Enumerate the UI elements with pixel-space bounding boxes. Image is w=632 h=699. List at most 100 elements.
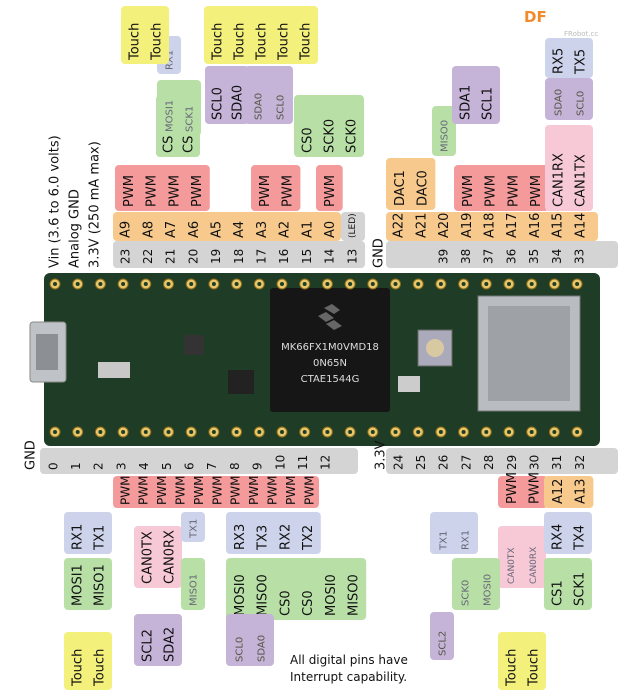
pwm-bottom-right-box	[498, 476, 548, 508]
pwm-top-b-text: PWM	[258, 175, 273, 207]
v33-bottom-label: 3.3V	[374, 440, 389, 470]
analog-label: A7	[164, 221, 179, 238]
pin-number-top: 15	[300, 249, 314, 264]
analog-label-right: A20	[437, 213, 452, 238]
pin-hole-center	[575, 282, 580, 286]
button-cap	[426, 339, 444, 357]
sda1-top-text: SCL1	[481, 87, 496, 120]
analog-label: A0	[323, 221, 338, 238]
pin-row-bottom-right-box	[386, 448, 618, 474]
pin-hole-center	[370, 282, 375, 286]
led-label-box	[341, 212, 365, 241]
pin-number-bottom-right: 30	[528, 455, 542, 470]
pin-hole-center	[529, 282, 534, 286]
scl0-bottom-box	[226, 614, 274, 666]
pin-row-bottom-left-box	[40, 448, 358, 474]
pwm-bottom-label: PWM	[247, 476, 261, 505]
scl0-top-a-box	[205, 66, 249, 124]
pin-number-bottom-right: 27	[459, 455, 473, 470]
pin-number-bottom-right: 24	[391, 455, 405, 470]
gnd-bottom-label: GND	[24, 440, 39, 470]
pin-hole-center	[438, 430, 443, 434]
pin-hole-center	[257, 430, 262, 434]
pwm-bottom-label: PWM	[118, 476, 132, 505]
can0-bottom-right-text: CAN0TX	[507, 547, 517, 584]
analog-label: A8	[141, 221, 156, 238]
pin-hole-center	[143, 282, 148, 286]
rx5-top-box	[545, 38, 593, 78]
rx5-top-text: TX5	[574, 49, 589, 75]
pin-number-bottom: 2	[92, 462, 106, 470]
pwm-bottom-right-text: PWM	[528, 472, 543, 504]
analog-label: A3	[255, 221, 270, 238]
interrupt-note-line2: Interrupt capability.	[290, 670, 408, 684]
rx4-bottom-text: TX4	[573, 525, 588, 551]
rx1-bottom-text: TX1	[93, 525, 108, 551]
analog-label-right: A14	[573, 213, 588, 238]
touch-bottom-left-text: Touch	[71, 649, 86, 687]
cs0-top-b-text: CS0	[301, 127, 316, 153]
pin-hole-center	[348, 430, 353, 434]
analog-label-right: A19	[460, 213, 475, 238]
pwm-bottom-label: PWM	[266, 476, 280, 505]
sda0-top-right-box	[545, 78, 593, 120]
sda0-top-right-text: SCL0	[576, 91, 587, 116]
cs0-top-b-text: SCK0	[345, 119, 360, 153]
pin-hole-center	[416, 430, 421, 434]
pin-hole-center	[507, 282, 511, 286]
pin-hole-center	[189, 430, 194, 434]
pin-number-top-right: 36	[504, 249, 518, 264]
analog-row-top-left-box	[113, 212, 341, 241]
pin-number-bottom-right: 26	[437, 455, 451, 470]
touch-bottom-left-box	[64, 632, 112, 690]
small-chip	[228, 370, 254, 394]
scl2-bottom-text: SCL2	[141, 629, 156, 662]
pwm-bottom-label: PWM	[174, 476, 188, 505]
pin-hole-center	[143, 430, 148, 434]
touch-top-0-text: Touch	[128, 23, 143, 61]
dac-top-box	[386, 158, 436, 210]
pin-number-bottom: 10	[273, 455, 287, 470]
pin-number-bottom: 12	[319, 455, 333, 470]
pwm-top-right-box	[454, 165, 549, 211]
pin-holes	[49, 278, 583, 438]
cs0-top-b-text: SCK0	[323, 119, 338, 153]
pin-number-bottom: 11	[296, 455, 310, 470]
cs1-bottom-box	[544, 558, 592, 610]
analog-label: A2	[278, 221, 293, 238]
rx3-bottom-box	[226, 512, 321, 554]
tx1rx1-bottom-box	[430, 512, 478, 554]
pin-hole-center	[189, 282, 194, 286]
analog-label-right: A22	[392, 213, 407, 238]
logo-subtext: FRobot.cc	[564, 30, 599, 38]
sck0-bottom-text: SCK0	[461, 580, 472, 606]
board: MK66FX1M0VMD18 0N65N CTAE1544G	[29, 273, 600, 446]
pin-number-top-right: 35	[527, 249, 541, 264]
pwm-bottom-label: PWM	[155, 476, 169, 505]
rx5-top-text: RX5	[552, 48, 567, 74]
rx3-bottom-text: TX2	[301, 525, 316, 551]
pin-hole-center	[484, 430, 489, 434]
mosi1-bottom-box	[64, 558, 112, 610]
pin-number-top: 19	[209, 249, 223, 264]
pin-hole-center	[234, 282, 239, 286]
pin-row-top-right-box	[386, 241, 618, 268]
pin-hole-center	[211, 282, 216, 286]
mosi0-bottom-text: MOSI0	[324, 574, 339, 616]
touch-top-1-text: Touch	[299, 23, 314, 61]
pin-number-top-right: 37	[482, 249, 496, 264]
pwm-top-c-text: PWM	[323, 175, 338, 207]
pin-hole-center	[211, 430, 216, 434]
pin-number-top: 22	[141, 249, 155, 264]
analog-label-right: A18	[482, 213, 497, 238]
pwm-bottom-label: PWM	[284, 476, 298, 505]
scl0-top-a-text: SCL0	[211, 87, 226, 120]
pin-number-bottom-right: 31	[550, 455, 564, 470]
tx1rx1-bottom-text: RX1	[461, 530, 472, 550]
pwm-top-right-text: PWM	[461, 175, 476, 207]
analog-label-right: A15	[551, 213, 566, 238]
can1-top-text: CAN1TX	[574, 154, 589, 207]
analog-label: A6	[187, 221, 202, 238]
sck0-bottom-text: MOSI0	[483, 574, 494, 606]
